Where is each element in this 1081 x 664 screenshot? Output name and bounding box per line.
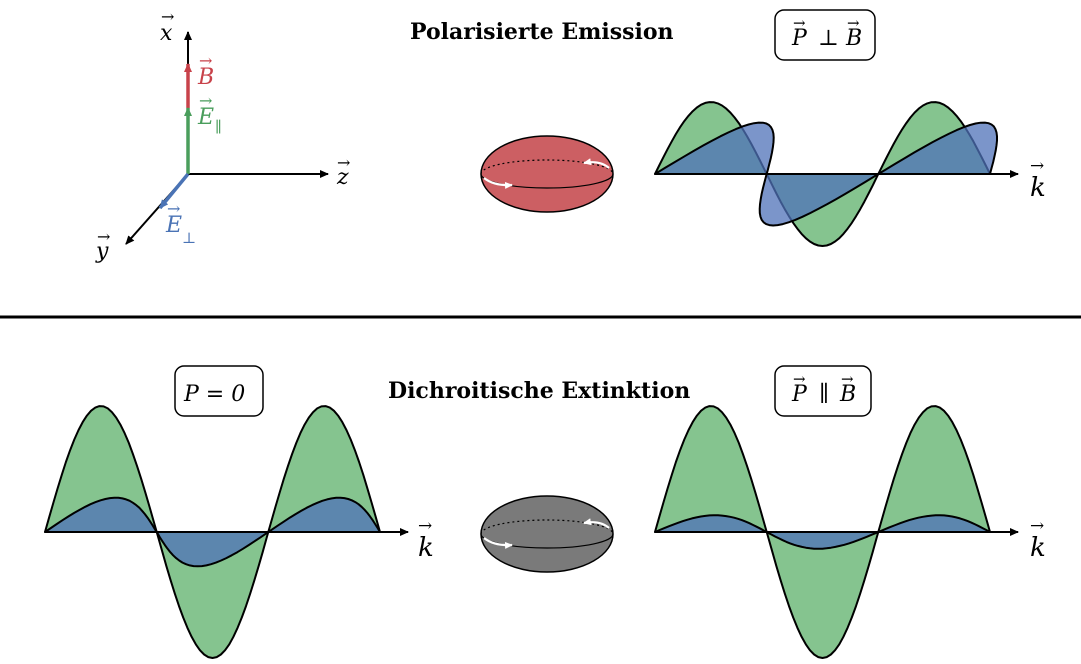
z-axis-label-vec: → bbox=[337, 153, 350, 172]
x-axis-label-vec: → bbox=[161, 7, 174, 26]
e-perpendicular-vector bbox=[158, 172, 190, 210]
y-axis-label: y bbox=[95, 239, 109, 264]
k-label-bottom-right: k bbox=[1030, 533, 1046, 563]
bottom-left-condition-box: P = 0 bbox=[174, 365, 264, 417]
coordinate-system: x → z → y → B → E → ∥ E → ⊥ bbox=[95, 7, 350, 264]
x-axis-label: x bbox=[160, 21, 173, 46]
e-parallel-label-vec: → bbox=[199, 91, 212, 110]
top-condition-b: B bbox=[845, 26, 862, 51]
bottom-right-condition-operator: ∥ bbox=[819, 382, 829, 407]
e-perpendicular-subscript: ⊥ bbox=[182, 229, 196, 247]
rotation-arrow-icon bbox=[483, 177, 513, 189]
e-perpendicular-label: E bbox=[165, 213, 182, 238]
top-condition-p-vec: → bbox=[793, 14, 806, 32]
bottom-right-condition-box: P → ∥ B → bbox=[774, 365, 872, 417]
bottom-title: Dichroitische Extinktion bbox=[388, 378, 690, 404]
top-condition-operator: ⊥ bbox=[818, 26, 839, 51]
rotation-arrow-icon bbox=[583, 518, 610, 529]
top-title: Polarisierte Emission bbox=[410, 19, 674, 45]
red-ellipsoid bbox=[480, 135, 614, 213]
top-condition-box: P → ⊥ B → bbox=[774, 9, 876, 61]
bottom-left-condition: P = 0 bbox=[183, 382, 245, 407]
z-axis-label: z bbox=[336, 165, 349, 190]
e-parallel-label: E bbox=[197, 105, 214, 130]
k-label-bottom-left-vec: → bbox=[418, 516, 432, 536]
k-label-bottom-right-vec: → bbox=[1030, 516, 1044, 536]
e-parallel-subscript: ∥ bbox=[215, 118, 222, 136]
bottom-right-condition-p: P bbox=[791, 382, 808, 407]
y-axis-label-vec: → bbox=[97, 227, 110, 246]
rotation-arrow-icon bbox=[483, 537, 513, 549]
k-label-top-vec: → bbox=[1030, 156, 1044, 176]
top-condition-p: P bbox=[791, 26, 808, 51]
bottom-right-condition-b: B bbox=[839, 382, 856, 407]
bottom-right-condition-b-vec: → bbox=[841, 370, 854, 388]
gray-ellipsoid bbox=[480, 495, 614, 573]
b-vector-label-vec: → bbox=[199, 51, 212, 70]
rotation-arrow-icon bbox=[583, 158, 610, 169]
b-vector-label: B bbox=[197, 65, 214, 90]
k-label-top: k bbox=[1030, 173, 1046, 203]
top-condition-b-vec: → bbox=[847, 14, 860, 32]
k-label-bottom-left: k bbox=[418, 533, 434, 563]
e-perpendicular-label-vec: → bbox=[167, 199, 180, 218]
bottom-right-condition-p-vec: → bbox=[793, 370, 806, 388]
